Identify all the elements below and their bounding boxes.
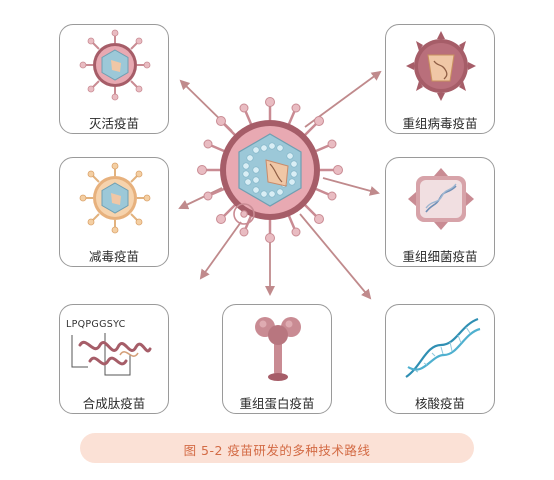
inactivated-label: 灭活疫苗 [88,116,139,131]
peptide-vaccine-box: LPQPGGSYC 合成肽疫苗 [59,304,169,414]
arrow-to-live [178,187,223,210]
inactivated-vaccine-box: 灭活疫苗 [59,24,169,134]
protein-spike-icon [255,317,301,381]
nucleic-acid-label: 核酸疫苗 [414,396,465,411]
recombinant-protein-label: 重组蛋白疫苗 [239,396,315,411]
peptide-sequence: LPQPGGSYC [66,319,126,330]
figure-caption: 图 5-2 疫苗研发的多种技术路线 [80,433,474,463]
dna-helix-icon [405,317,481,378]
nucleic-acid-vaccine-box: 核酸疫苗 [385,304,495,414]
central-virus-icon [197,97,343,243]
arrow-to-rbac [322,177,380,196]
live-virus-icon [79,162,151,234]
recombinant-protein-vaccine-box: 重组蛋白疫苗 [222,304,332,414]
recombinant-viral-vaccine-box: 重组病毒疫苗 [385,24,495,134]
bacterium-icon [408,168,474,230]
recombinant-bacterial-label: 重组细菌疫苗 [402,249,478,264]
peptide-chain-icon [71,333,152,376]
recombinant-viral-label: 重组病毒疫苗 [402,116,478,131]
inactivated-virus-icon [79,29,151,101]
live-attenuated-label: 减毒疫苗 [88,249,139,264]
arrow-to-peptide [199,221,242,280]
peptide-label: 合成肽疫苗 [82,396,146,411]
figure-caption-text: 图 5-2 疫苗研发的多种技术路线 [183,443,371,458]
live-attenuated-vaccine-box: 减毒疫苗 [59,157,169,267]
recombinant-bacterial-vaccine-box: 重组细菌疫苗 [385,157,495,267]
arrow-to-nucleic [299,213,372,300]
viral-vector-icon [406,31,476,101]
